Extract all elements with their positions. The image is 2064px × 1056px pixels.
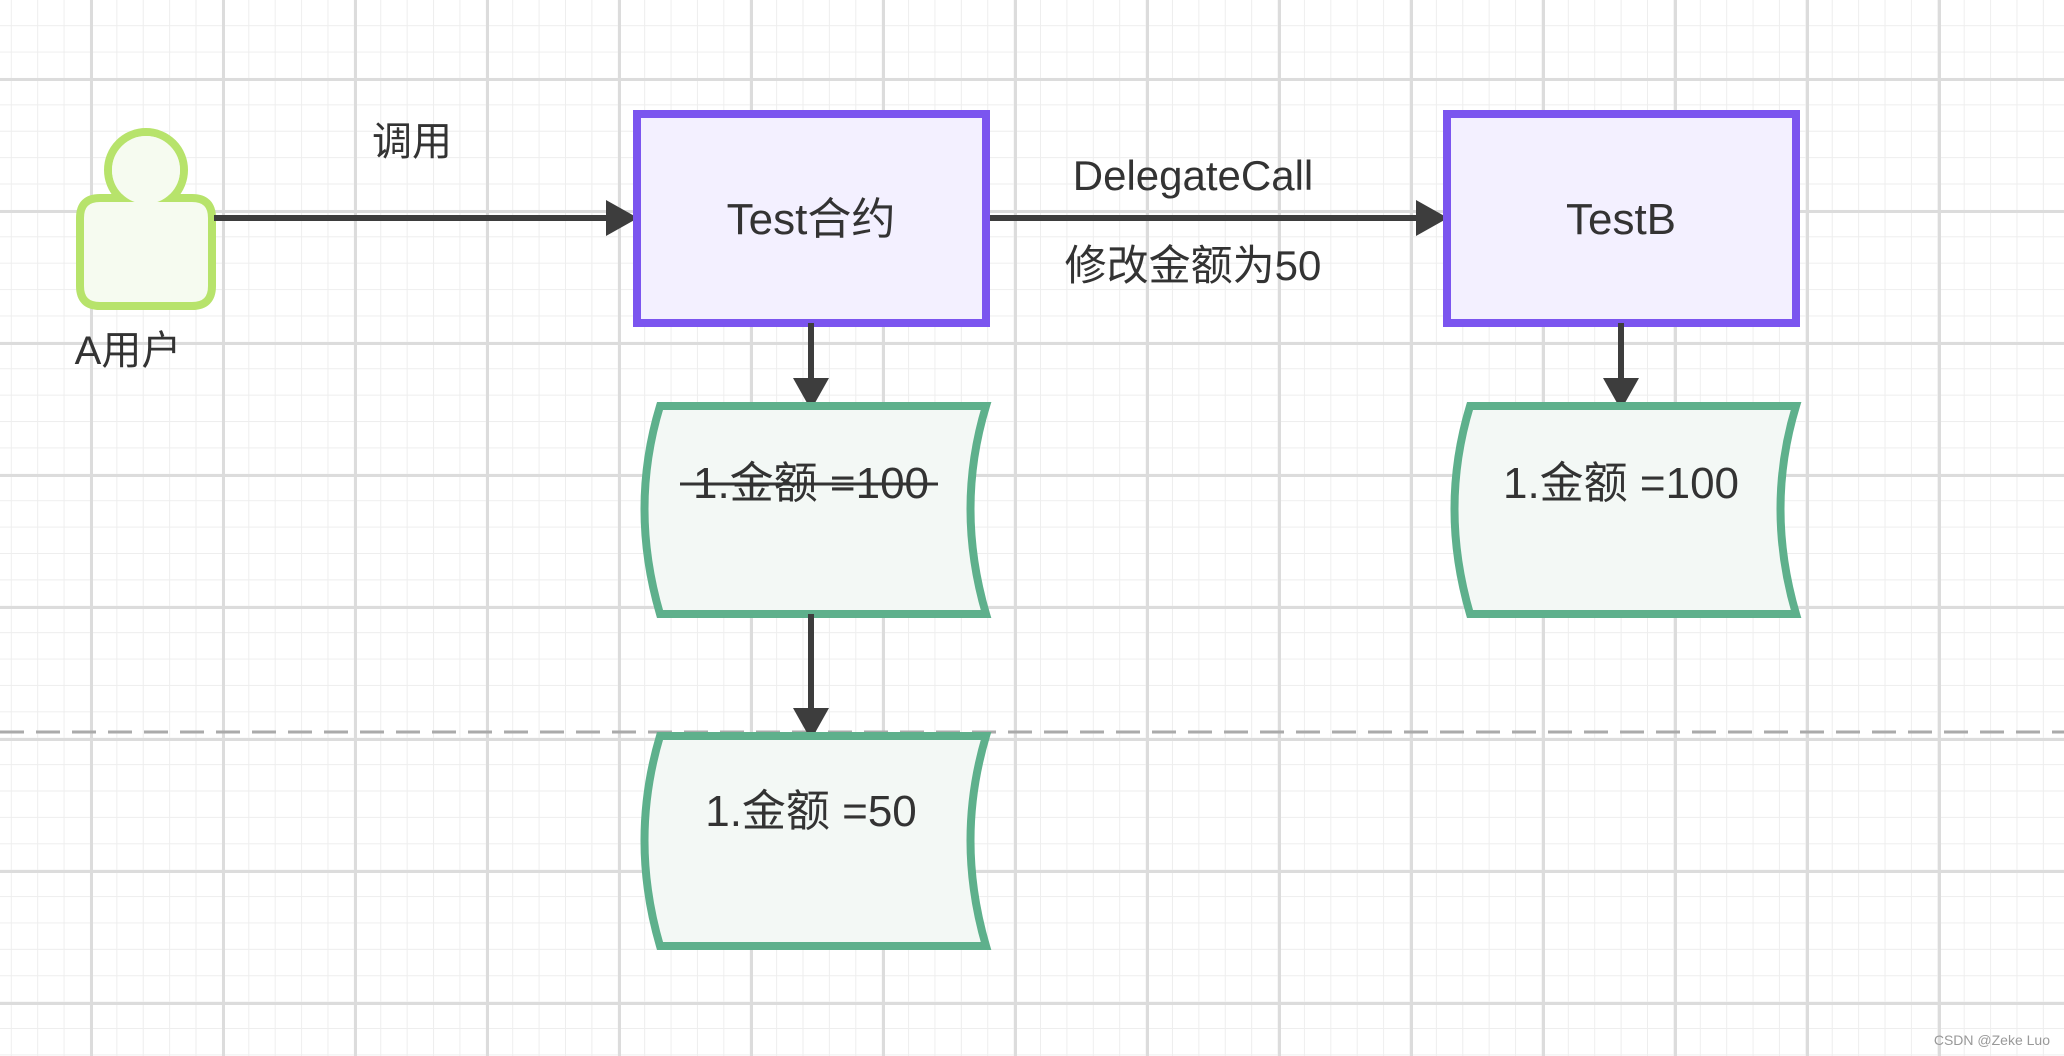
call-label: 调用: [372, 120, 452, 164]
test-b-storage-label: 1.金额 =100: [1503, 459, 1739, 508]
test-storage-new-label: 1.金额 =50: [705, 787, 917, 836]
actor-label: A用户: [75, 329, 182, 373]
test-contract-box[interactable]: [633, 110, 990, 327]
testb-to-storage-arrow: [1603, 323, 1639, 410]
storage-update-arrow: [793, 614, 829, 740]
test-storage-new[interactable]: [640, 732, 992, 950]
test-to-storage-arrow: [793, 323, 829, 410]
delegatecall-sublabel: 修改金额为50: [1065, 242, 1322, 289]
user-actor-icon[interactable]: [76, 128, 216, 310]
test-b-storage[interactable]: [1450, 402, 1802, 618]
call-arrow: [214, 200, 638, 236]
user-body: [76, 194, 216, 310]
delegatecall-arrow: [990, 200, 1448, 236]
test-b-box[interactable]: [1443, 110, 1800, 327]
test-storage-old[interactable]: [640, 402, 992, 618]
watermark-text: CSDN @Zeke Luo: [1933, 1032, 2050, 1048]
delegatecall-label: DelegateCall: [1073, 152, 1313, 199]
test-contract-label: Test合约: [727, 195, 896, 244]
test-b-label: TestB: [1566, 195, 1676, 244]
